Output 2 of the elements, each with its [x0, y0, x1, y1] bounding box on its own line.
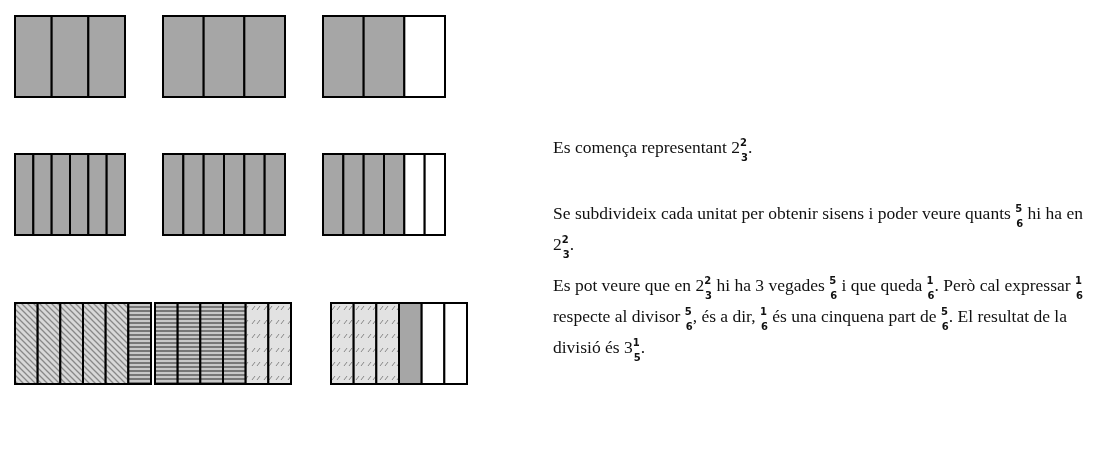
explanation-paragraph: Es comença representant 2$^{2}$$_{3}$.	[553, 136, 754, 163]
explanation-paragraph: Se subdivideix cada unitat per obtenir sisens i poder veure quants $^{5}$$_{6}$ hi ha en 2$^{2}$$_{3}$.	[553, 202, 1084, 260]
